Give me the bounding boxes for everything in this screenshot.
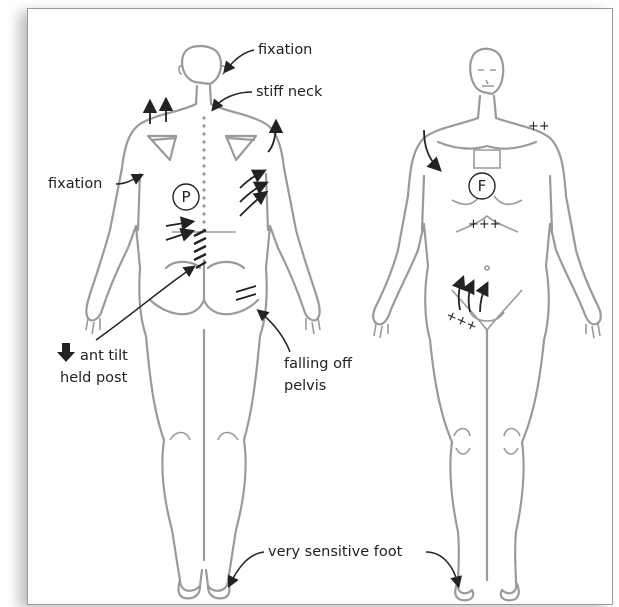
fixation-side-annotation: fixation bbox=[48, 176, 140, 192]
anterior-figure bbox=[373, 49, 601, 601]
abdomen-arrows bbox=[459, 280, 486, 312]
anterior-marker: F bbox=[469, 173, 495, 199]
back-left-arrows bbox=[166, 222, 190, 240]
upward-arrows-left bbox=[150, 102, 166, 124]
falling-off-label: falling off bbox=[284, 356, 353, 372]
fixation-head-label: fixation bbox=[258, 42, 312, 58]
shoulder-plus-symbols: ++ bbox=[528, 119, 550, 134]
anterior-marker-label: F bbox=[478, 177, 487, 195]
stiff-neck-annotation: stiff neck bbox=[214, 84, 323, 108]
ant-tilt-label: ant tilt bbox=[80, 348, 128, 364]
chest-plus-symbols: +++ bbox=[468, 217, 501, 232]
posterior-marker: P bbox=[173, 184, 199, 210]
fixation-head-annotation: fixation bbox=[226, 42, 312, 70]
pelvis-label: pelvis bbox=[284, 378, 326, 394]
abdomen-plus-symbols: +++ bbox=[443, 308, 479, 335]
sensitive-foot-annotation: very sensitive foot bbox=[230, 544, 458, 584]
hatch-marks bbox=[194, 230, 206, 268]
posterior-marker-label: P bbox=[181, 188, 190, 206]
ant-tilt-annotation: ant tilt held post bbox=[57, 268, 192, 386]
fixation-side-label: fixation bbox=[48, 176, 102, 192]
sensitive-foot-label: very sensitive foot bbox=[268, 544, 403, 560]
back-right-arrows bbox=[240, 172, 264, 216]
down-arrow-icon bbox=[57, 343, 75, 362]
falling-off-annotation: falling off pelvis bbox=[236, 286, 353, 394]
held-post-label: held post bbox=[60, 370, 128, 386]
stiff-neck-label: stiff neck bbox=[256, 84, 323, 100]
